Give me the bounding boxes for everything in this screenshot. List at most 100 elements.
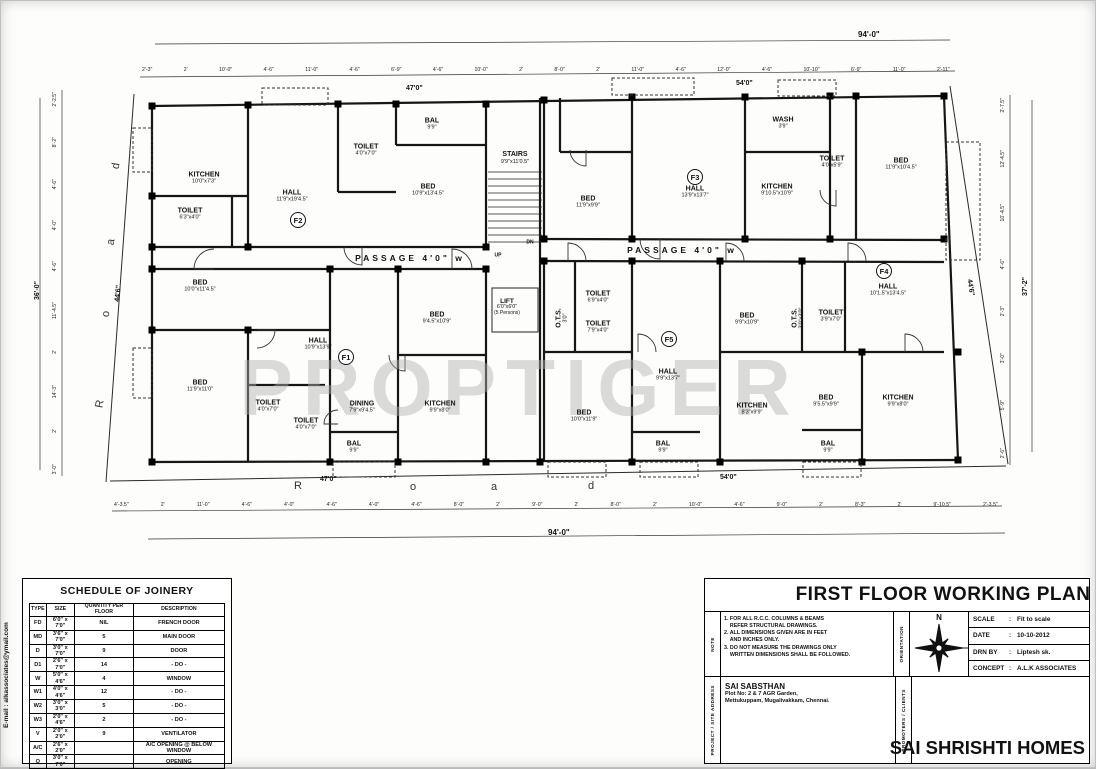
dimension-value: 4'-0" [368,502,380,508]
room-size: 9'9" [349,446,359,453]
schedule-cell: VENTILATOR [132,726,226,742]
info-label: CONCEPT [973,664,1005,672]
room-name: KITCHEN [188,171,220,179]
schedule-cell: D1 [29,657,47,673]
room-name: HALL [282,189,302,197]
unit-circle: F2 [290,212,306,228]
up-label: UP [494,252,502,259]
dimension-chain-right: 2'-7.5"12'-4.5"10'-4.5"4'-6"2'-3"3'-0"5'… [1000,98,1006,458]
room-size: 3'9" [778,122,788,129]
dimension-value: 4'-6" [326,502,337,508]
road-letter: R [294,480,302,492]
schedule-cell: 9 [74,726,134,742]
room-size: 3'9"x7'0" [820,315,842,322]
dimension-value: 11'-4.5" [52,302,58,320]
dimension-label: 36'-0" [34,281,41,300]
unit-circle: F3 [687,169,703,185]
dimension-value: 10'-0" [474,67,488,73]
info-value: 10-10-2012 [1017,632,1050,640]
note-line: WRITTEN DIMENSIONS SHALL BE FOLLOWED. [724,651,851,658]
room-name: BED [580,195,596,203]
dimension-value: 8'-0" [610,502,621,508]
dimension-value: 2' [52,428,58,433]
info-label: DRN BY [973,648,998,656]
dimension-value: 8'-0" [554,67,565,73]
room-name: KITCHEN [736,402,768,410]
room-name: HALL [685,185,705,193]
room-size: 10'0"x11'9" [570,415,598,422]
room-name: WASH [772,116,794,124]
dimension-value: 4'-6" [263,67,274,73]
room-name: BED [192,379,208,387]
dimension-value: 11'-0" [305,67,319,73]
schedule-column-header: QUANTITY PER FLOOR [74,603,134,617]
orientation-label: ORIENTATION [894,612,910,676]
room-name: BAL [820,440,836,448]
dimension-label: 37'-2" [1022,277,1029,296]
drawing-title: FIRST FLOOR WORKING PLAN [705,579,1090,612]
room-name: TOILET [293,417,319,425]
project-address-line1: Plot No: 2 & 7 AGR Garden, [725,691,798,697]
dimension-value: 4'-6" [52,261,58,272]
room-name: BED [576,409,592,417]
project-label: PROJECT / SITE ADDRESS [705,677,721,763]
info-value: Liptesh sk. [1017,648,1051,656]
title-block: FIRST FLOOR WORKING PLAN NOTE 1. FOR ALL… [704,578,1090,764]
schedule-cell: FD [29,615,47,631]
room-size: 3'0" [561,313,568,323]
dimension-value: 5'-9" [1000,400,1006,411]
schedule-cell: - DO - [132,685,226,700]
dimension-value: 4'-6" [349,67,360,73]
schedule-cell: 6'0" x 7'0" [45,615,76,631]
dimension-value: 4'-6" [432,67,444,73]
room-name: BED [893,157,909,165]
dimension-value: 8'-2" [52,137,58,148]
info-colon: : [1009,616,1012,624]
dimension-chain-top: 2'-3"2'10'-0"4'-6"11'-0"4'-6"6'-9"4'-6"1… [142,67,950,74]
unit-circle: F5 [661,331,677,347]
road-letter: d [588,480,595,492]
info-value: Fit to scale [1017,616,1051,624]
dimension-chain-bottom: 4'-3.5"2'11'-0"4'-6"4'-0"4'-6"4'-0"4'-6"… [114,502,998,509]
room-size: 11'9"x19'4.5" [276,195,308,202]
schedule-cell: 5 [74,629,134,645]
room-size: 10'9"x13'9" [304,343,332,350]
dimension-value: 3'-0" [1000,353,1006,364]
room-name: HALL [878,283,898,291]
email-sidebar: E-mail : alkassociates@ymail.com [3,622,10,728]
schedule-cell: MD [29,629,47,645]
dimension-value: 9'-10.5" [933,502,951,508]
dimension-value: 12'-0" [717,67,731,73]
schedule-cell: W2 [29,699,47,714]
schedule-cell: O [29,754,47,769]
company-name: SAI SHRISHTI HOMES [889,737,1085,758]
project-address-line2: Mettukuppam, Mugalivakkam, Chennai. [725,698,830,705]
road-letter: a [491,481,498,493]
schedule-cell: 2'6" x 7'0" [45,657,76,673]
dimension-value: 12'-4.5" [1000,149,1006,168]
dimension-value: 4'-0" [284,502,295,508]
dimension-value: 2' [652,502,657,508]
dimension-label: 94'-0" [858,30,880,39]
schedule-cell: 4 [74,671,134,687]
schedule-cell: 4'0" x 4'6" [45,685,76,700]
schedule-cell: W1 [29,685,47,700]
dimension-value: 9'-0" [532,502,543,508]
room-size: 9'4.5"x10'9" [422,317,452,324]
